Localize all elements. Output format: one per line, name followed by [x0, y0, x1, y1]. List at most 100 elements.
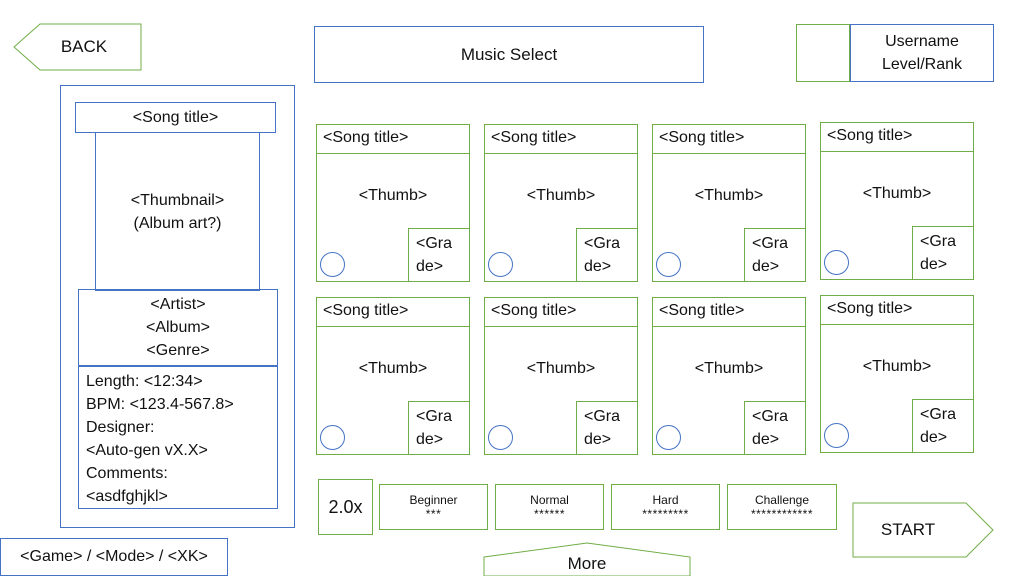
song-card[interactable]: <Song title> <Thumb> <Gra de>	[820, 295, 974, 453]
difficulty-normal-button[interactable]: Normal ******	[495, 484, 604, 530]
difficulty-stars: ******	[533, 507, 566, 521]
song-card-status-circle	[488, 425, 513, 450]
song-card-status-circle	[320, 252, 345, 277]
page-title-text: Music Select	[460, 44, 558, 64]
back-button[interactable]: BACK	[44, 24, 124, 70]
breadcrumb: <Game> / <Mode> / <XK>	[0, 538, 228, 576]
song-card-thumb: <Thumb>	[862, 358, 932, 375]
detail-metadata: <Artist> <Album> <Genre>	[78, 289, 278, 366]
song-card-title: <Song title>	[316, 124, 470, 154]
song-card-thumb: <Thumb>	[358, 360, 428, 377]
grade-line: de>	[584, 431, 612, 448]
grade-line: de>	[416, 258, 444, 275]
song-card-grade: <Gra de>	[408, 401, 470, 455]
page-title: Music Select	[314, 26, 704, 83]
speed-button[interactable]: 2.0x	[318, 479, 373, 535]
song-card-thumb: <Thumb>	[862, 185, 932, 202]
detail-genre: <Genre>	[146, 342, 210, 359]
grade-line: de>	[920, 429, 948, 446]
difficulty-stars: *********	[642, 507, 689, 521]
grade-line: <Gra	[752, 408, 789, 425]
difficulty-name: Hard	[652, 493, 679, 507]
song-card-title: <Song title>	[484, 297, 638, 327]
detail-thumbnail-note: (Album art?)	[133, 214, 222, 232]
grade-line: <Gra	[584, 235, 621, 252]
difficulty-name: Challenge	[754, 493, 810, 507]
difficulty-hard-button[interactable]: Hard *********	[611, 484, 720, 530]
song-card-status-circle	[320, 425, 345, 450]
song-card-thumb: <Thumb>	[358, 187, 428, 204]
song-card-thumb: <Thumb>	[694, 360, 764, 377]
song-card-grade: <Gra de>	[576, 401, 638, 455]
username-label: Username	[885, 33, 959, 50]
song-card[interactable]: <Song title> <Thumb> <Gra de>	[652, 297, 806, 455]
detail-designer-value: <Auto-gen vX.X>	[86, 442, 208, 459]
song-card-title: <Song title>	[484, 124, 638, 154]
song-card-grade: <Gra de>	[408, 228, 470, 282]
song-card[interactable]: <Song title> <Thumb> <Gra de>	[316, 124, 470, 282]
song-card-thumb: <Thumb>	[526, 360, 596, 377]
level-rank-label: Level/Rank	[881, 56, 963, 73]
grade-line: de>	[584, 258, 612, 275]
detail-thumbnail-label: <Thumbnail>	[130, 191, 225, 209]
grade-line: <Gra	[920, 406, 957, 423]
start-button[interactable]: START	[853, 503, 963, 557]
detail-designer-label: Designer:	[86, 419, 155, 436]
grade-line: <Gra	[416, 235, 453, 252]
detail-album: <Album>	[145, 319, 211, 336]
detail-comments-value: <asdfghjkl>	[86, 488, 168, 505]
detail-info: Length: <12:34> BPM: <123.4-567.8> Desig…	[78, 366, 278, 509]
detail-bpm: BPM: <123.4-567.8>	[86, 396, 234, 413]
song-card-title: <Song title>	[316, 297, 470, 327]
song-card[interactable]: <Song title> <Thumb> <Gra de>	[484, 297, 638, 455]
start-button-shape	[852, 502, 994, 558]
more-button-label: More	[567, 554, 607, 573]
difficulty-beginner-button[interactable]: Beginner ***	[379, 484, 488, 530]
song-card-status-circle	[656, 252, 681, 277]
song-card-grade: <Gra de>	[912, 399, 974, 453]
song-card-grade: <Gra de>	[744, 401, 806, 455]
breadcrumb-text: <Game> / <Mode> / <XK>	[20, 548, 208, 565]
detail-artist: <Artist>	[150, 296, 206, 313]
detail-length: Length: <12:34>	[86, 373, 203, 390]
song-card-thumb: <Thumb>	[694, 187, 764, 204]
difficulty-name: Normal	[530, 493, 569, 507]
user-info-panel[interactable]: Username Level/Rank	[850, 24, 994, 82]
grade-line: <Gra	[752, 235, 789, 252]
song-card-title: <Song title>	[652, 297, 806, 327]
song-card-status-circle	[824, 423, 849, 448]
song-card-title: <Song title>	[652, 124, 806, 154]
grade-line: de>	[416, 431, 444, 448]
more-button[interactable]: More	[484, 552, 690, 576]
start-button-label: START	[880, 520, 936, 539]
detail-thumbnail: <Thumbnail> (Album art?)	[95, 132, 260, 291]
difficulty-challenge-button[interactable]: Challenge ************	[727, 484, 837, 530]
back-button-label: BACK	[60, 37, 108, 56]
grade-line: <Gra	[416, 408, 453, 425]
song-detail-panel	[60, 85, 295, 528]
song-card-status-circle	[656, 425, 681, 450]
song-card-title: <Song title>	[820, 295, 974, 325]
difficulty-name: Beginner	[409, 493, 458, 507]
grade-line: <Gra	[584, 408, 621, 425]
grade-line: de>	[752, 431, 780, 448]
difficulty-stars: ************	[750, 507, 814, 521]
song-card-status-circle	[488, 252, 513, 277]
song-card-grade: <Gra de>	[576, 228, 638, 282]
detail-song-title-text: <Song title>	[132, 108, 219, 126]
avatar[interactable]	[796, 24, 850, 82]
difficulty-stars: ***	[425, 507, 442, 521]
song-card[interactable]: <Song title> <Thumb> <Gra de>	[316, 297, 470, 455]
song-card-title: <Song title>	[820, 122, 974, 152]
more-button-shape	[483, 542, 691, 576]
detail-comments-label: Comments:	[86, 465, 168, 482]
speed-label: 2.0x	[328, 496, 363, 517]
song-card-status-circle	[824, 250, 849, 275]
